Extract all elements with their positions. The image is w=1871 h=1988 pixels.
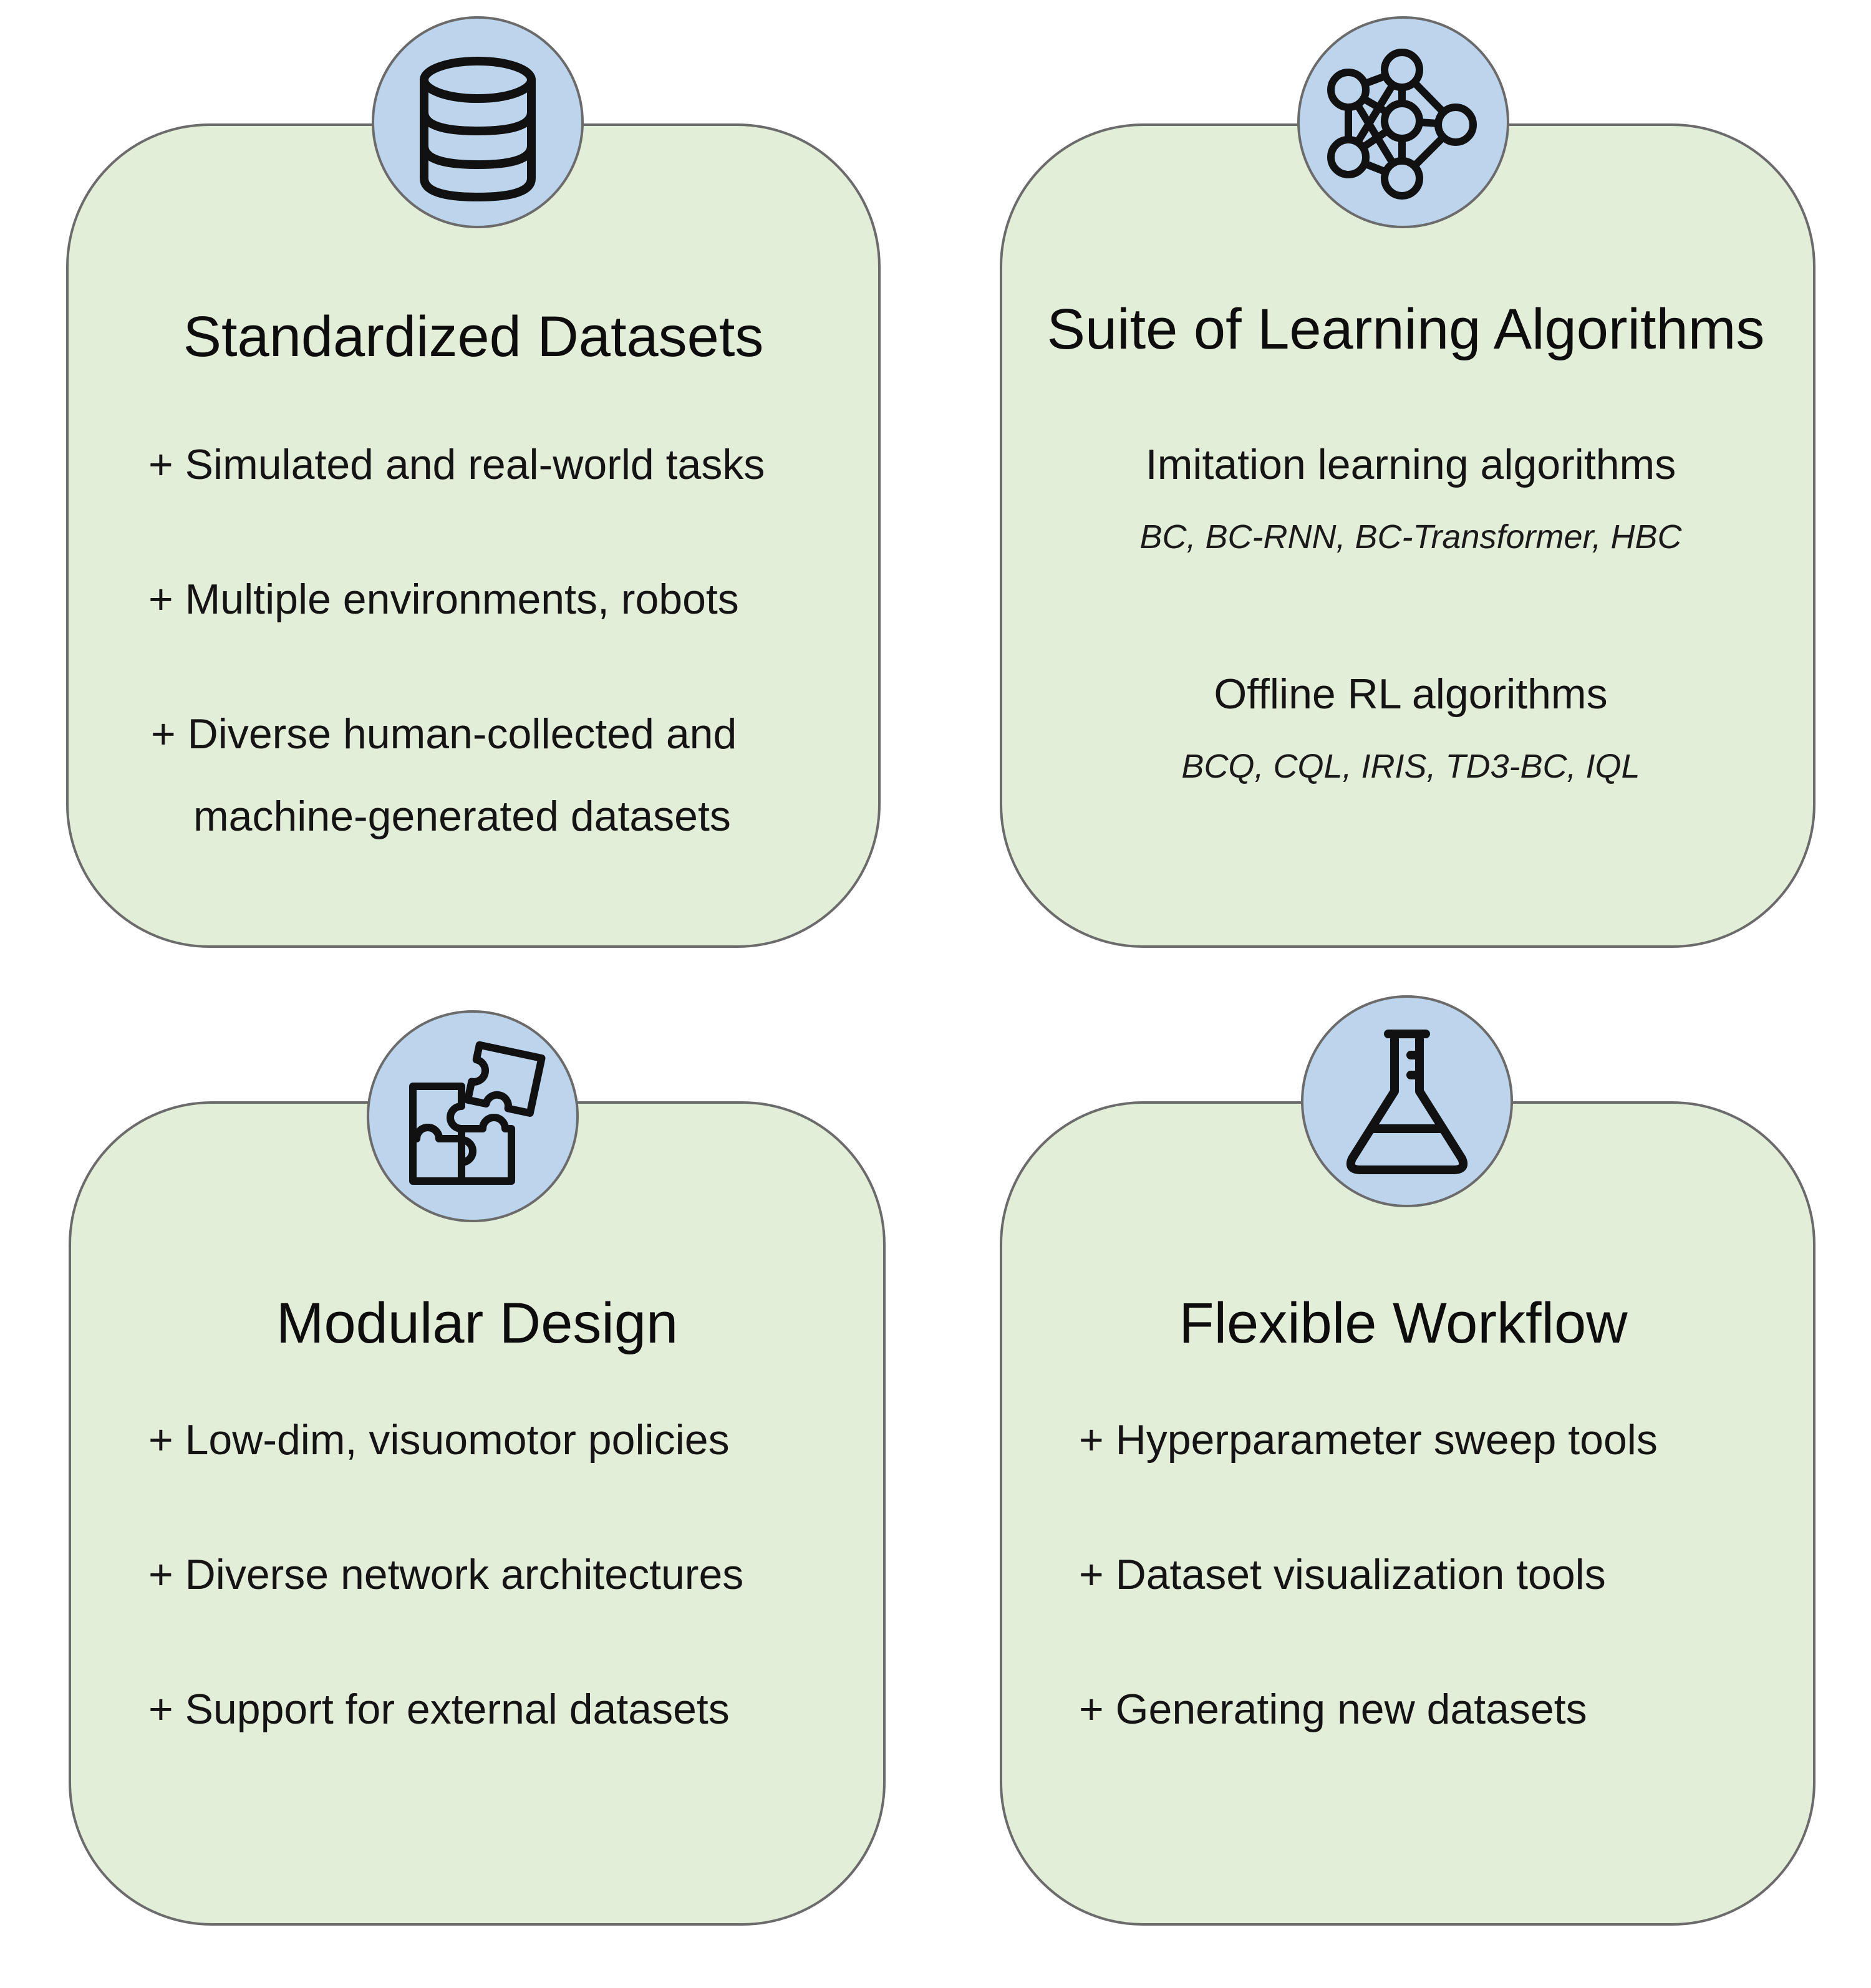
feature-item: + Diverse human-collected and bbox=[151, 710, 737, 758]
card-standardized-datasets bbox=[66, 123, 881, 948]
feature-item: + Support for external datasets bbox=[148, 1686, 730, 1733]
feature-item: + Simulated and real-world tasks bbox=[148, 441, 765, 488]
database-icon bbox=[420, 57, 536, 201]
feature-item: + Dataset visualization tools bbox=[1079, 1551, 1606, 1598]
feature-item: + Low-dim, visuomotor policies bbox=[148, 1416, 730, 1464]
flask-icon bbox=[1346, 1030, 1468, 1174]
card-modular-design bbox=[69, 1101, 886, 1926]
algorithm-list: BC, BC-RNN, BC-Transformer, HBC bbox=[1139, 518, 1682, 556]
puzzle-icon bbox=[409, 1041, 546, 1185]
neural-network-icon bbox=[1327, 49, 1477, 200]
card-title: Standardized Datasets bbox=[183, 305, 764, 369]
algorithm-list: BCQ, CQL, IRIS, TD3-BC, IQL bbox=[1181, 748, 1640, 785]
algorithm-group-heading: Imitation learning algorithms bbox=[1145, 441, 1676, 488]
icon-circle-modular bbox=[367, 1010, 579, 1222]
feature-item: + Hyperparameter sweep tools bbox=[1079, 1416, 1658, 1464]
algorithm-group-heading: Offline RL algorithms bbox=[1214, 670, 1608, 718]
feature-item: + Generating new datasets bbox=[1079, 1686, 1587, 1733]
card-learning-algorithms bbox=[1000, 123, 1815, 948]
card-title: Suite of Learning Algorithms bbox=[1047, 297, 1765, 361]
card-title: Flexible Workflow bbox=[1179, 1291, 1628, 1355]
card-title: Modular Design bbox=[276, 1291, 679, 1355]
card-flexible-workflow bbox=[1000, 1101, 1815, 1926]
icon-circle-workflow bbox=[1301, 995, 1513, 1207]
feature-item: + Multiple environments, robots bbox=[148, 576, 739, 623]
feature-item: + Diverse network architectures bbox=[148, 1551, 744, 1598]
icon-circle-datasets bbox=[372, 16, 584, 228]
feature-item-continuation: machine-generated datasets bbox=[193, 793, 731, 840]
icon-circle-algorithms bbox=[1297, 16, 1509, 228]
